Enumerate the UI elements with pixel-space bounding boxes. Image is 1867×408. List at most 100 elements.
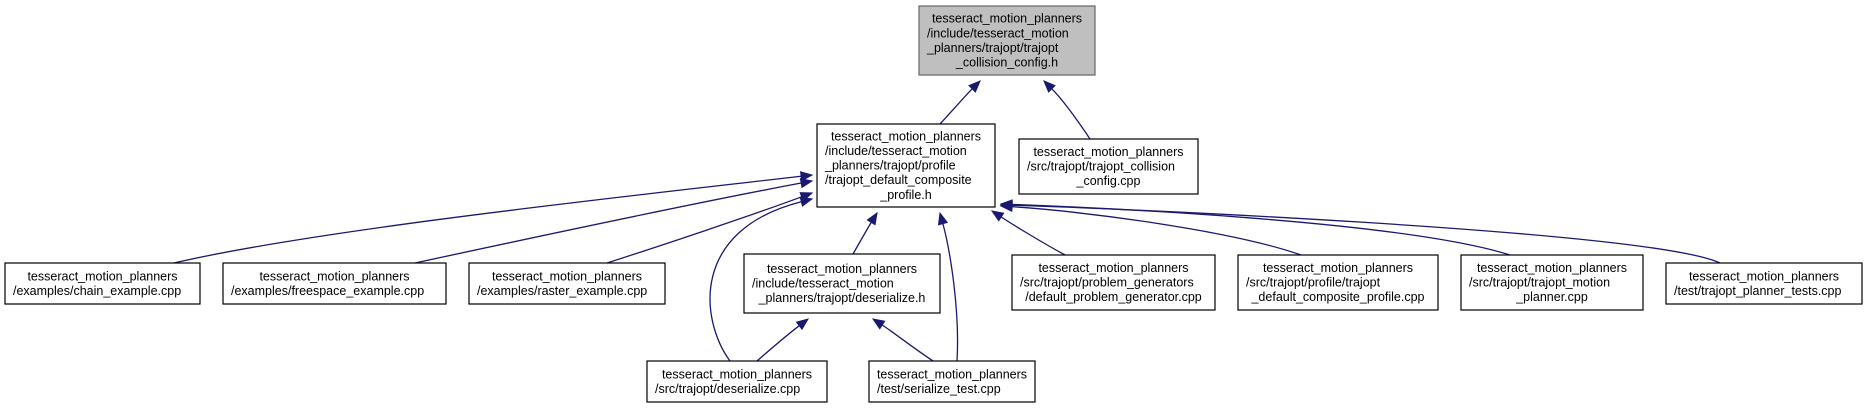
node-trajopt_planner_tests_cpp[interactable]: tesseract_motion_planners/test/trajopt_p… bbox=[1665, 262, 1863, 305]
node-box bbox=[816, 123, 996, 208]
node-label-line: _collision_config.h bbox=[955, 55, 1058, 69]
edge-trajopt_planner_tests_cpp-to-trajopt_default_composite_profile_h bbox=[999, 200, 1721, 264]
node-label-line: /include/tesseract_motion bbox=[825, 144, 967, 158]
node-label-line: /examples/freespace_example.cpp bbox=[231, 284, 424, 298]
node-label-line: /examples/chain_example.cpp bbox=[13, 284, 181, 298]
node-box bbox=[1011, 254, 1216, 311]
node-label-line: /src/trajopt/problem_generators bbox=[1020, 276, 1194, 290]
node-label-line: tesseract_motion_planners bbox=[831, 129, 981, 143]
edge-freespace_example_cpp-to-trajopt_default_composite_profile_h bbox=[414, 177, 814, 264]
node-label-line: tesseract_motion_planners bbox=[1038, 261, 1188, 275]
node-freespace_example_cpp[interactable]: tesseract_motion_planners/examples/frees… bbox=[222, 262, 447, 305]
node-label-line: _planners/trajopt/trajopt bbox=[926, 41, 1059, 55]
node-label-line: _config.cpp bbox=[1076, 174, 1141, 188]
node-label-line: /include/tesseract_motion bbox=[927, 26, 1069, 40]
edge-trajopt_collision_config_cpp-to-trajopt_collision_config_h bbox=[1043, 80, 1091, 140]
node-deserialize_cpp[interactable]: tesseract_motion_planners/src/trajopt/de… bbox=[646, 360, 828, 403]
node-default_problem_generator_cpp[interactable]: tesseract_motion_planners/src/trajopt/pr… bbox=[1011, 254, 1216, 311]
node-box bbox=[918, 5, 1096, 76]
edge-line bbox=[756, 325, 800, 362]
node-label-line: tesseract_motion_planners bbox=[767, 262, 917, 276]
edge-line bbox=[414, 182, 802, 264]
node-label-line: tesseract_motion_planners bbox=[1477, 261, 1627, 275]
edge-default_problem_generator_cpp-to-trajopt_default_composite_profile_h bbox=[990, 210, 1066, 256]
node-label-line: /src/trajopt/trajopt_collision bbox=[1027, 160, 1175, 174]
node-label-line: /test/trajopt_planner_tests.cpp bbox=[1674, 284, 1842, 298]
node-serialize_test_cpp[interactable]: tesseract_motion_planners/test/serialize… bbox=[868, 360, 1036, 403]
arrowhead-icon bbox=[968, 80, 981, 93]
edge-line bbox=[709, 201, 802, 362]
edge-line bbox=[881, 324, 934, 362]
node-label-line: _profile.h bbox=[879, 188, 931, 202]
edge-line bbox=[606, 196, 802, 264]
node-label-line: tesseract_motion_planners bbox=[27, 269, 177, 283]
node-label-line: /src/trajopt/profile/trajopt bbox=[1246, 276, 1381, 290]
arrowhead-icon bbox=[999, 200, 1013, 211]
edge-serialize_test_cpp-to-trajopt_default_composite_profile_h bbox=[937, 211, 959, 362]
edge-line bbox=[1000, 216, 1066, 256]
node-label-line: tesseract_motion_planners bbox=[662, 367, 812, 381]
edge-deserialize_cpp-to-deserialize_h bbox=[756, 318, 810, 362]
edge-line bbox=[1011, 206, 1302, 256]
edge-trajopt_default_composite_profile_h-to-trajopt_collision_config_h bbox=[939, 80, 981, 125]
node-raster_example_cpp[interactable]: tesseract_motion_planners/examples/raste… bbox=[468, 262, 666, 305]
node-label-line: tesseract_motion_planners bbox=[1689, 269, 1839, 283]
edge-line bbox=[939, 88, 973, 125]
arrowhead-icon bbox=[937, 211, 949, 226]
node-label-line: _planners/trajopt/deserialize.h bbox=[758, 291, 926, 305]
node-label-line: tesseract_motion_planners bbox=[1263, 261, 1413, 275]
node-trajopt_collision_config_h: tesseract_motion_planners/include/tesser… bbox=[918, 5, 1096, 76]
node-chain_example_cpp[interactable]: tesseract_motion_planners/examples/chain… bbox=[4, 262, 201, 305]
node-label-line: /default_problem_generator.cpp bbox=[1025, 290, 1202, 304]
node-label-line: /src/trajopt/deserialize.cpp bbox=[655, 382, 800, 396]
node-trajopt_default_composite_profile_cpp[interactable]: tesseract_motion_planners/src/trajopt/pr… bbox=[1237, 254, 1439, 311]
node-box bbox=[868, 360, 1036, 403]
node-box bbox=[1460, 254, 1644, 311]
node-trajopt_collision_config_cpp[interactable]: tesseract_motion_planners/src/trajopt/tr… bbox=[1018, 138, 1199, 195]
edge-raster_example_cpp-to-trajopt_default_composite_profile_h bbox=[606, 192, 814, 264]
node-box bbox=[4, 262, 201, 305]
edge-line bbox=[1051, 88, 1091, 140]
arrowhead-icon bbox=[795, 318, 810, 331]
node-deserialize_h[interactable]: tesseract_motion_planners/include/tesser… bbox=[743, 253, 941, 314]
arrowhead-icon bbox=[799, 171, 814, 182]
node-box bbox=[222, 262, 447, 305]
edge-serialize_test_cpp-to-deserialize_h bbox=[871, 318, 934, 362]
node-label-line: tesseract_motion_planners bbox=[492, 269, 642, 283]
edge-line bbox=[852, 222, 872, 255]
edge-deserialize_h-to-trajopt_default_composite_profile_h bbox=[852, 211, 878, 255]
edge-line bbox=[1011, 203, 1511, 256]
edge-line bbox=[1011, 204, 1721, 264]
arrowhead-icon bbox=[799, 196, 814, 207]
edges-layer bbox=[173, 80, 1721, 362]
edge-line bbox=[942, 223, 959, 362]
node-label-line: /trajopt_default_composite bbox=[825, 173, 972, 187]
nodes-layer: tesseract_motion_planners/include/tesser… bbox=[4, 5, 1863, 403]
node-box bbox=[1018, 138, 1199, 195]
arrowhead-icon bbox=[871, 318, 886, 330]
node-label-line: tesseract_motion_planners bbox=[877, 367, 1027, 381]
edge-line bbox=[173, 175, 802, 264]
node-trajopt_default_composite_profile_h[interactable]: tesseract_motion_planners/include/tesser… bbox=[816, 123, 996, 208]
node-label-line: /src/trajopt/trajopt_motion bbox=[1469, 276, 1610, 290]
node-label-line: /include/tesseract_motion bbox=[752, 277, 894, 291]
node-label-line: _planner.cpp bbox=[1515, 290, 1588, 304]
arrowhead-icon bbox=[799, 177, 814, 189]
node-box bbox=[743, 253, 941, 314]
node-label-line: /test/serialize_test.cpp bbox=[877, 382, 1001, 396]
node-label-line: _default_composite_profile.cpp bbox=[1250, 290, 1424, 304]
node-box bbox=[468, 262, 666, 305]
node-box bbox=[646, 360, 828, 403]
node-label-line: _planners/trajopt/profile bbox=[824, 159, 956, 173]
node-box bbox=[1665, 262, 1863, 305]
node-label-line: /examples/raster_example.cpp bbox=[477, 284, 647, 298]
node-box bbox=[1237, 254, 1439, 311]
arrowhead-icon bbox=[1043, 80, 1056, 93]
edge-trajopt_default_composite_profile_cpp-to-trajopt_default_composite_profile_h bbox=[999, 201, 1302, 256]
arrowhead-icon bbox=[866, 211, 878, 226]
node-label-line: tesseract_motion_planners bbox=[932, 12, 1082, 26]
node-label-line: tesseract_motion_planners bbox=[259, 269, 409, 283]
node-trajopt_motion_planner_cpp[interactable]: tesseract_motion_planners/src/trajopt/tr… bbox=[1460, 254, 1644, 311]
edge-deserialize_cpp-to-trajopt_default_composite_profile_h bbox=[709, 196, 814, 362]
